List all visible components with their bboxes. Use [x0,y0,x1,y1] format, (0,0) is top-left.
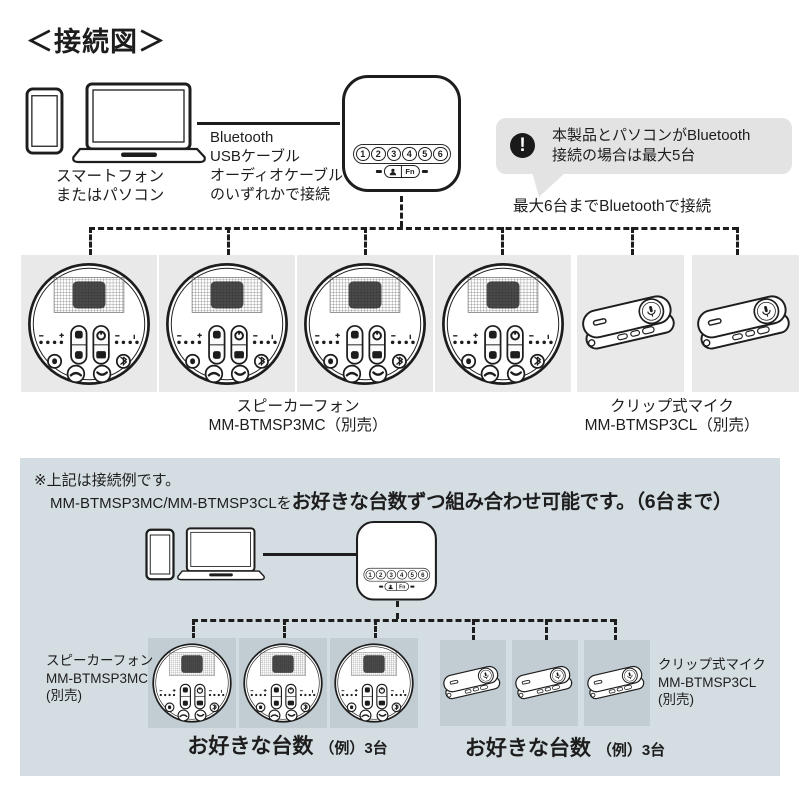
dashed-drop-5 [545,619,548,641]
page-title: ＜接続図＞ [26,27,166,57]
dashed-drop-5 [631,227,634,255]
hub-fn-buttons: Fn [378,582,415,592]
speakerphone-tile [239,638,327,728]
model-names-text: MM-BTMSP3MC/MM-BTMSP3CLを [50,495,292,512]
hub-device: 1 2 3 4 5 6 Fn [342,75,461,192]
dash-mark [375,170,382,173]
dashed-drop-4 [501,227,504,255]
dashed-line-hub-down [396,601,399,619]
speakerphone-icon [302,261,428,387]
warning-text: 本製品とパソコンがBluetooth 接続の場合は最大5台 [552,127,751,164]
laptop-icon [177,527,265,581]
speakerphone-quantity-caption: お好きな台数 （例）3台 [187,735,388,758]
speakerphone-tile [297,255,433,392]
speakerphone-icon [26,261,152,387]
speakerphone-product-label: スピーカーフォン MM-BTMSP3MC (別売) [46,653,154,703]
laptop-icon [72,82,206,164]
dashed-drop-2 [227,227,230,255]
hub-channel-buttons: 1 2 3 4 5 6 [352,144,451,164]
speakerphone-tile [330,638,418,728]
dash-mark [421,170,428,173]
speakerphone-tile [435,255,571,392]
channel-button-2: 2 [371,146,386,161]
smartphone-icon [25,87,64,155]
channel-button-1: 1 [365,569,376,580]
clip-mic-tile [692,255,799,392]
hub-fn-buttons: Fn [375,165,428,178]
channel-button-5: 5 [417,146,432,161]
exclamation-icon: ! [510,133,535,158]
clip-mic-icon [442,665,504,702]
speakerphone-product-label: スピーカーフォン MM-BTMSP3MC（別売） [208,398,388,434]
channel-button-4: 4 [402,146,417,161]
speakerphone-icon [151,642,233,724]
smartphone-icon [145,528,175,581]
dashed-drop-1 [192,619,195,639]
warning-callout: ! 本製品とパソコンがBluetooth 接続の場合は最大5台 [496,118,792,174]
connector-line-pc-hub [263,553,358,556]
clip-mic-quantity-caption: お好きな台数 （例）3台 [464,737,666,760]
connection-method-text: Bluetooth USBケーブル オーディオケーブル のいずれかで接続 [210,129,344,203]
dash-mark [410,585,415,588]
user-icon [384,166,400,177]
speakerphone-icon [164,261,290,387]
dashed-drop-4 [472,619,475,641]
clip-mic-icon [514,665,576,702]
clip-mic-icon [580,294,681,354]
example-panel: ※上記は接続例です。 MM-BTMSP3MC/MM-BTMSP3CLを お好きな… [20,458,780,776]
speakerphone-icon [242,642,324,724]
dashed-line-hub-down [400,196,403,227]
channel-button-1: 1 [355,146,370,161]
dash-mark [378,585,383,588]
channel-button-5: 5 [407,569,418,580]
source-device-label: スマートフォン またはパソコン [55,168,165,204]
clip-mic-tile [512,640,578,726]
speakerphone-tile [21,255,157,392]
channel-button-2: 2 [375,569,386,580]
example-note-line1: ※上記は接続例です。 [34,472,181,489]
clip-mic-product-label: クリップ式マイク MM-BTMSP3CL (別売) [658,657,766,707]
combination-possible-text: お好きな台数ずつ組み合わせ可能です。（6台まで） [291,491,733,513]
dashed-drop-3 [374,619,377,639]
connector-line-pc-hub [197,122,340,125]
dashed-line-horizontal [89,227,738,230]
dashed-drop-6 [736,227,739,255]
dashed-line-horizontal [192,619,616,622]
clip-mic-icon [695,294,796,354]
clip-mic-product-label: クリップ式マイク MM-BTMSP3CL（別売） [584,398,760,434]
hub-channel-buttons: 1 2 3 4 5 6 [363,567,430,582]
channel-button-3: 3 [386,569,397,580]
channel-button-4: 4 [396,569,407,580]
dashed-drop-6 [614,619,617,641]
fn-button-label: Fn [400,166,418,177]
speakerphone-icon [333,642,415,724]
channel-button-3: 3 [386,146,401,161]
dashed-drop-3 [364,227,367,255]
dashed-drop-2 [283,619,286,639]
dashed-drop-1 [89,227,92,255]
example-note-line2: MM-BTMSP3MC/MM-BTMSP3CLを お好きな台数ずつ組み合わせ可能… [50,485,732,514]
callout-tail [532,172,566,197]
clip-mic-tile [584,640,650,726]
fn-button-label: Fn [395,582,408,591]
speakerphone-tile [159,255,295,392]
user-icon [385,583,396,590]
speakerphone-icon [440,261,566,387]
channel-button-6: 6 [433,146,448,161]
bluetooth-limit-note: 最大6台までBluetoothで接続 [513,198,712,215]
channel-button-6: 6 [417,569,428,580]
speakerphone-tile [148,638,236,728]
clip-mic-tile [440,640,506,726]
clip-mic-tile [577,255,684,392]
clip-mic-icon [586,665,648,702]
